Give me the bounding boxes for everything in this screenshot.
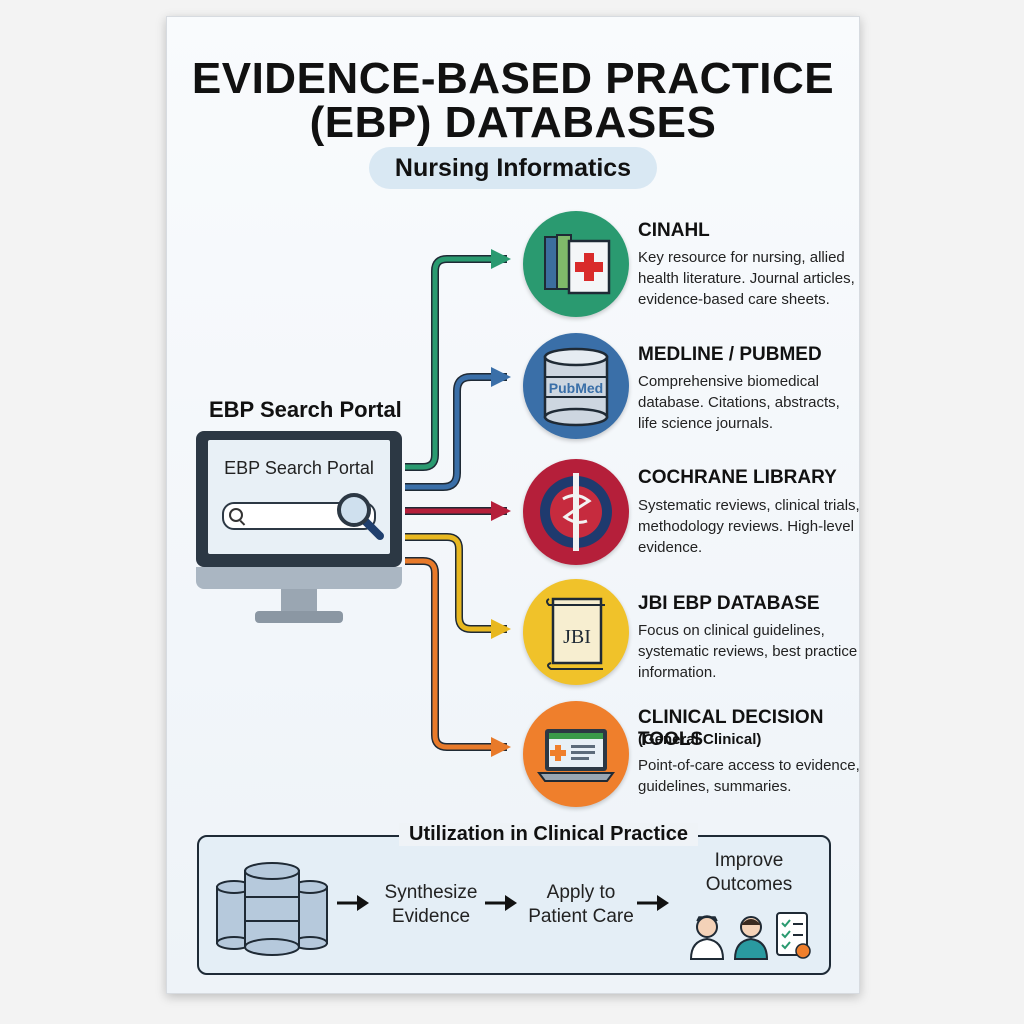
page-title-line2: (EBP) DATABASES: [309, 98, 717, 147]
db-name-cochrane: COCHRANE LIBRARY: [638, 467, 837, 488]
monitor-icon: EBP Search Portal: [193, 431, 411, 627]
caduceus-icon: [540, 473, 612, 551]
outcome-icons: [689, 912, 811, 960]
scroll-icon: JBI: [546, 597, 605, 670]
nurse-icon: [689, 915, 725, 960]
connector-arrows: [405, 249, 511, 757]
arrow-jbi: [405, 533, 507, 633]
database-icon: PubMed: [543, 347, 609, 427]
portal-screen-text: EBP Search Portal: [224, 458, 374, 478]
db-name-medline: MEDLINE / PUBMED: [638, 344, 822, 365]
cinahl-badge: [523, 211, 629, 317]
magnifier-icon: [337, 493, 384, 540]
step-improve: Improve Outcomes: [705, 850, 793, 895]
checklist-icon: [776, 912, 811, 959]
jbi-logo-text: JBI: [563, 626, 591, 648]
db-name-jbi: JBI EBP DATABASE: [638, 593, 820, 614]
patient-icon: [733, 916, 769, 960]
utilization-panel: Utilization in Clinical Practice Synthes…: [197, 823, 831, 975]
page-title-line1: EVIDENCE-BASED PRACTICE: [191, 54, 835, 103]
db-name-cinahl: CINAHL: [638, 220, 710, 241]
subtitle-badge: Nursing Informatics: [369, 147, 657, 189]
infographic-poster: EVIDENCE-BASED PRACTICE (EBP) DATABASES …: [166, 16, 860, 994]
db-desc-cochrane: Systematic reviews, clinical trials, met…: [638, 497, 860, 556]
db-desc-clinical-tools: Point-of-care access to evidence, guidel…: [638, 757, 860, 795]
flow-arrow-icon: [337, 895, 369, 911]
db-desc-medline: Comprehensive biomedical database. Citat…: [638, 373, 840, 432]
db-subname-clinical-tools: (General Clinical): [638, 731, 762, 748]
db-name-clinical-tools: CLINICAL DECISION TOOLS: [638, 707, 824, 750]
cochrane-badge: [523, 459, 629, 565]
medline-badge: PubMed: [523, 333, 629, 439]
portal-label: EBP Search Portal: [209, 397, 402, 422]
search-icon: [229, 508, 243, 522]
utilization-title: Utilization in Clinical Practice: [399, 823, 698, 846]
books-icon: [544, 234, 611, 295]
db-desc-cinahl: Key resource for nursing, allied health …: [638, 249, 855, 308]
step-synthesize: Synthesize Evidence: [384, 882, 478, 927]
clinical-tools-badge: [523, 701, 629, 807]
pubmed-logo-text: PubMed: [549, 380, 603, 396]
laptop-icon: [537, 729, 615, 782]
flow-arrow-icon: [637, 895, 669, 911]
db-desc-jbi: Focus on clinical guidelines, systematic…: [638, 622, 858, 681]
database-icon: [216, 862, 328, 956]
jbi-badge: JBI: [523, 579, 629, 685]
step-apply: Apply to Patient Care: [528, 882, 634, 927]
flow-arrow-icon: [485, 895, 517, 911]
